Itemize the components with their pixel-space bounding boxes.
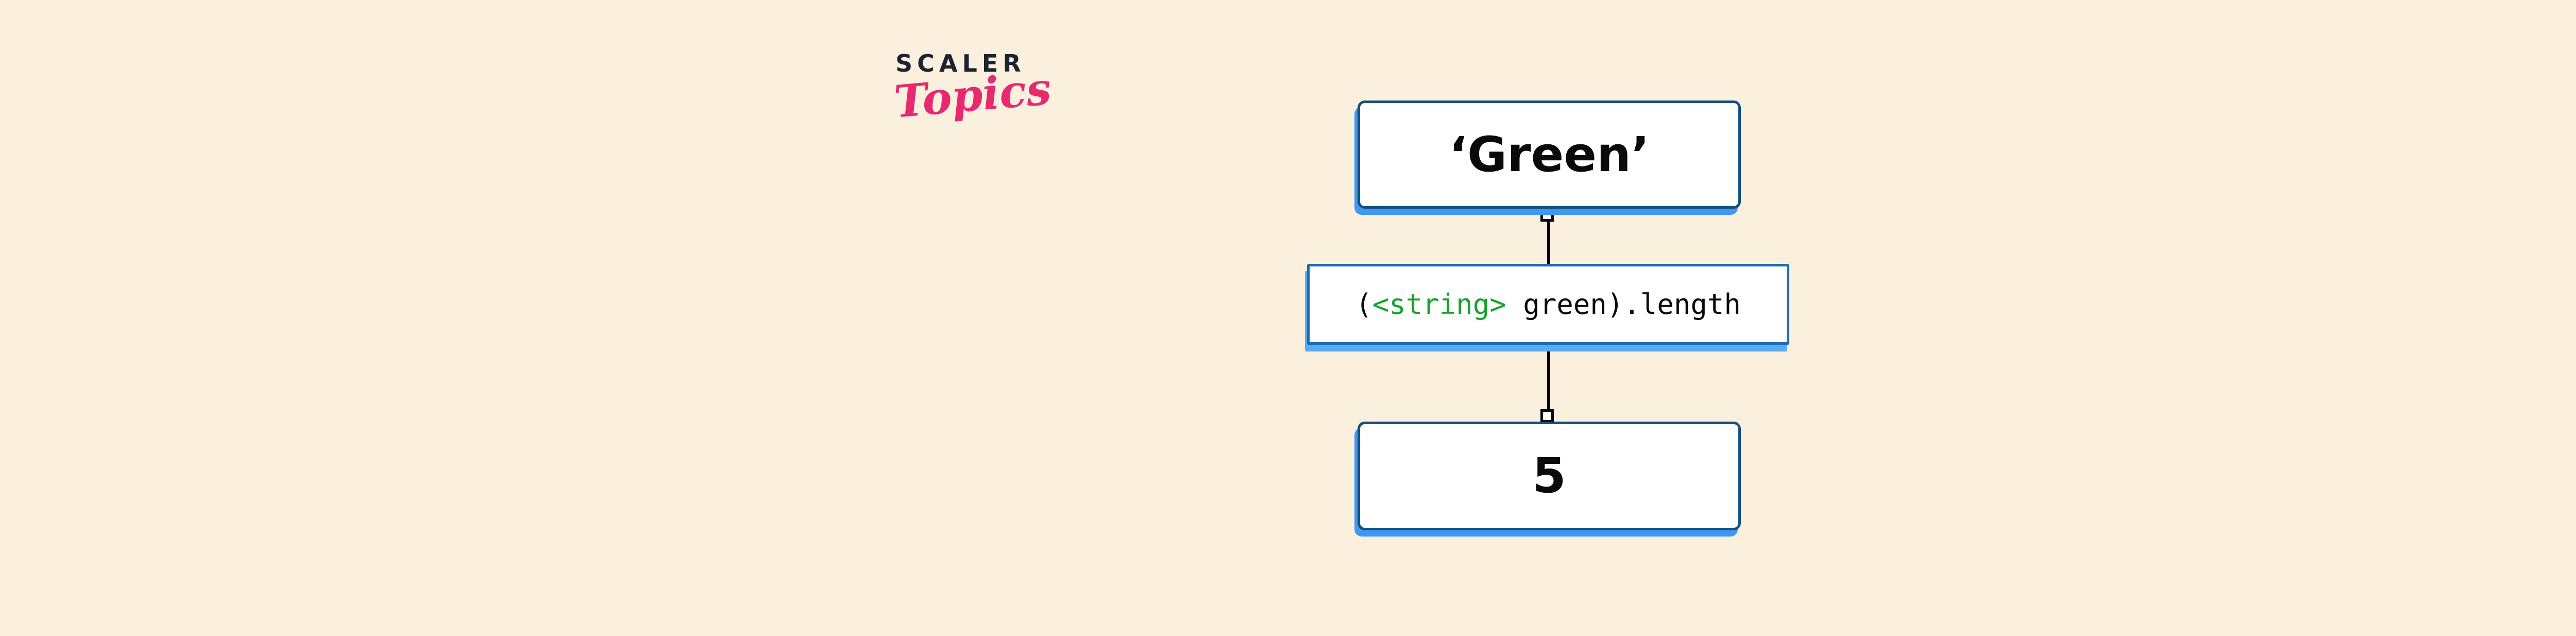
length-expression-code: (<string> green).length <box>1355 288 1741 321</box>
connector-line-bottom <box>1547 344 1550 412</box>
node-length-expression: (<string> green).length <box>1307 264 1789 345</box>
code-rest: green).length <box>1506 288 1741 321</box>
code-open-paren: ( <box>1355 288 1372 321</box>
connector-line-top <box>1547 214 1550 266</box>
node-result-value: 5 <box>1358 422 1741 530</box>
logo-text-scaler: SCALER <box>895 49 1026 77</box>
node-input-string: ‘Green’ <box>1358 101 1741 209</box>
scaler-topics-logo: SCALER Topics <box>892 49 1054 128</box>
result-value-label: 5 <box>1532 448 1566 504</box>
input-string-label: ‘Green’ <box>1449 126 1650 183</box>
connector-square-top <box>1540 208 1554 222</box>
connector-square-bottom <box>1540 409 1554 423</box>
code-type-assertion: <string> <box>1372 288 1506 321</box>
